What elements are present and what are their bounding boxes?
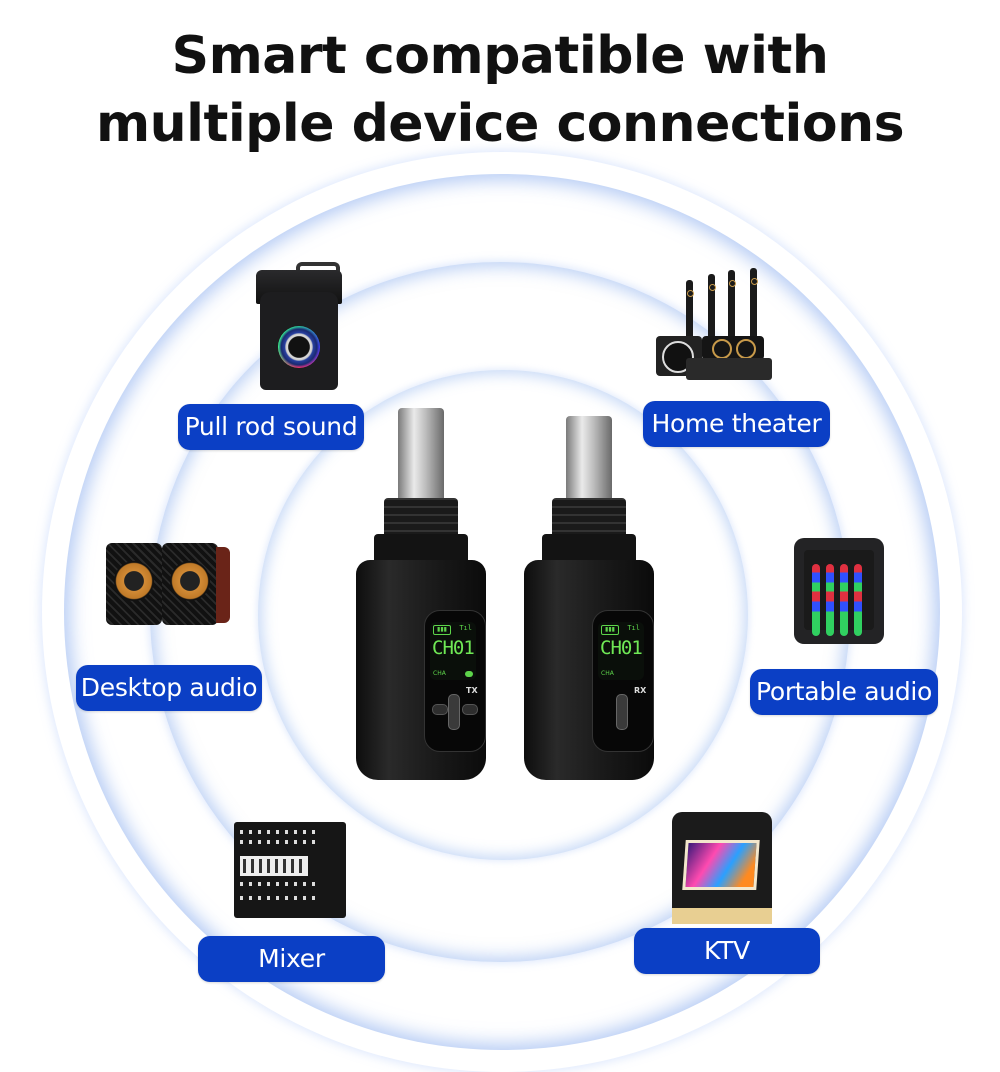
signal-icon: Tıl xyxy=(627,624,640,632)
channel-display: CH01 xyxy=(600,637,643,659)
party-speaker-icon xyxy=(256,262,346,392)
device-label-pull-rod-sound[interactable]: Pull rod sound xyxy=(178,404,364,450)
group-display: CHA xyxy=(601,670,614,677)
device-label-ktv[interactable]: KTV xyxy=(634,928,820,974)
device-label-home-theater[interactable]: Home theater xyxy=(643,401,830,447)
xlr-female-connector-icon xyxy=(398,408,444,504)
device-label-portable-audio[interactable]: Portable audio xyxy=(750,669,938,715)
wireless-transmitter: ▮▮▮ Tıl CH01 CHA TX xyxy=(356,400,486,780)
joystick-button[interactable] xyxy=(616,694,628,730)
wireless-receiver: ▮▮▮ Tıl CH01 CHA RX xyxy=(524,400,654,780)
channel-display: CH01 xyxy=(432,637,475,659)
battery-icon: ▮▮▮ xyxy=(433,625,451,635)
xlr-male-connector-icon xyxy=(566,416,612,504)
headline-line-1: Smart compatible with xyxy=(171,26,829,86)
headline-line-2: multiple device connections xyxy=(95,94,905,154)
group-display: CHA xyxy=(433,670,446,677)
device-label-desktop-audio[interactable]: Desktop audio xyxy=(76,665,262,711)
receiver-lcd: ▮▮▮ Tıl CH01 CHA xyxy=(598,622,644,680)
mode-label: TX xyxy=(466,686,478,695)
signal-icon: Tıl xyxy=(459,624,472,632)
transmitter-lcd: ▮▮▮ Tıl CH01 CHA xyxy=(430,622,476,680)
device-label-mixer[interactable]: Mixer xyxy=(198,936,385,982)
joystick-button[interactable] xyxy=(448,694,460,730)
headline: Smart compatible with multiple device co… xyxy=(0,22,1000,158)
battery-icon: ▮▮▮ xyxy=(601,625,619,635)
left-button[interactable] xyxy=(432,704,448,715)
portable-speaker-icon xyxy=(794,528,886,656)
power-button[interactable] xyxy=(462,704,478,715)
desktop-speakers-icon xyxy=(106,543,232,629)
karaoke-system-icon xyxy=(672,812,772,926)
home-theater-icon xyxy=(656,268,776,380)
audio-mixer-icon xyxy=(234,822,346,918)
mode-label: RX xyxy=(634,686,647,695)
link-indicator-icon xyxy=(465,671,473,677)
